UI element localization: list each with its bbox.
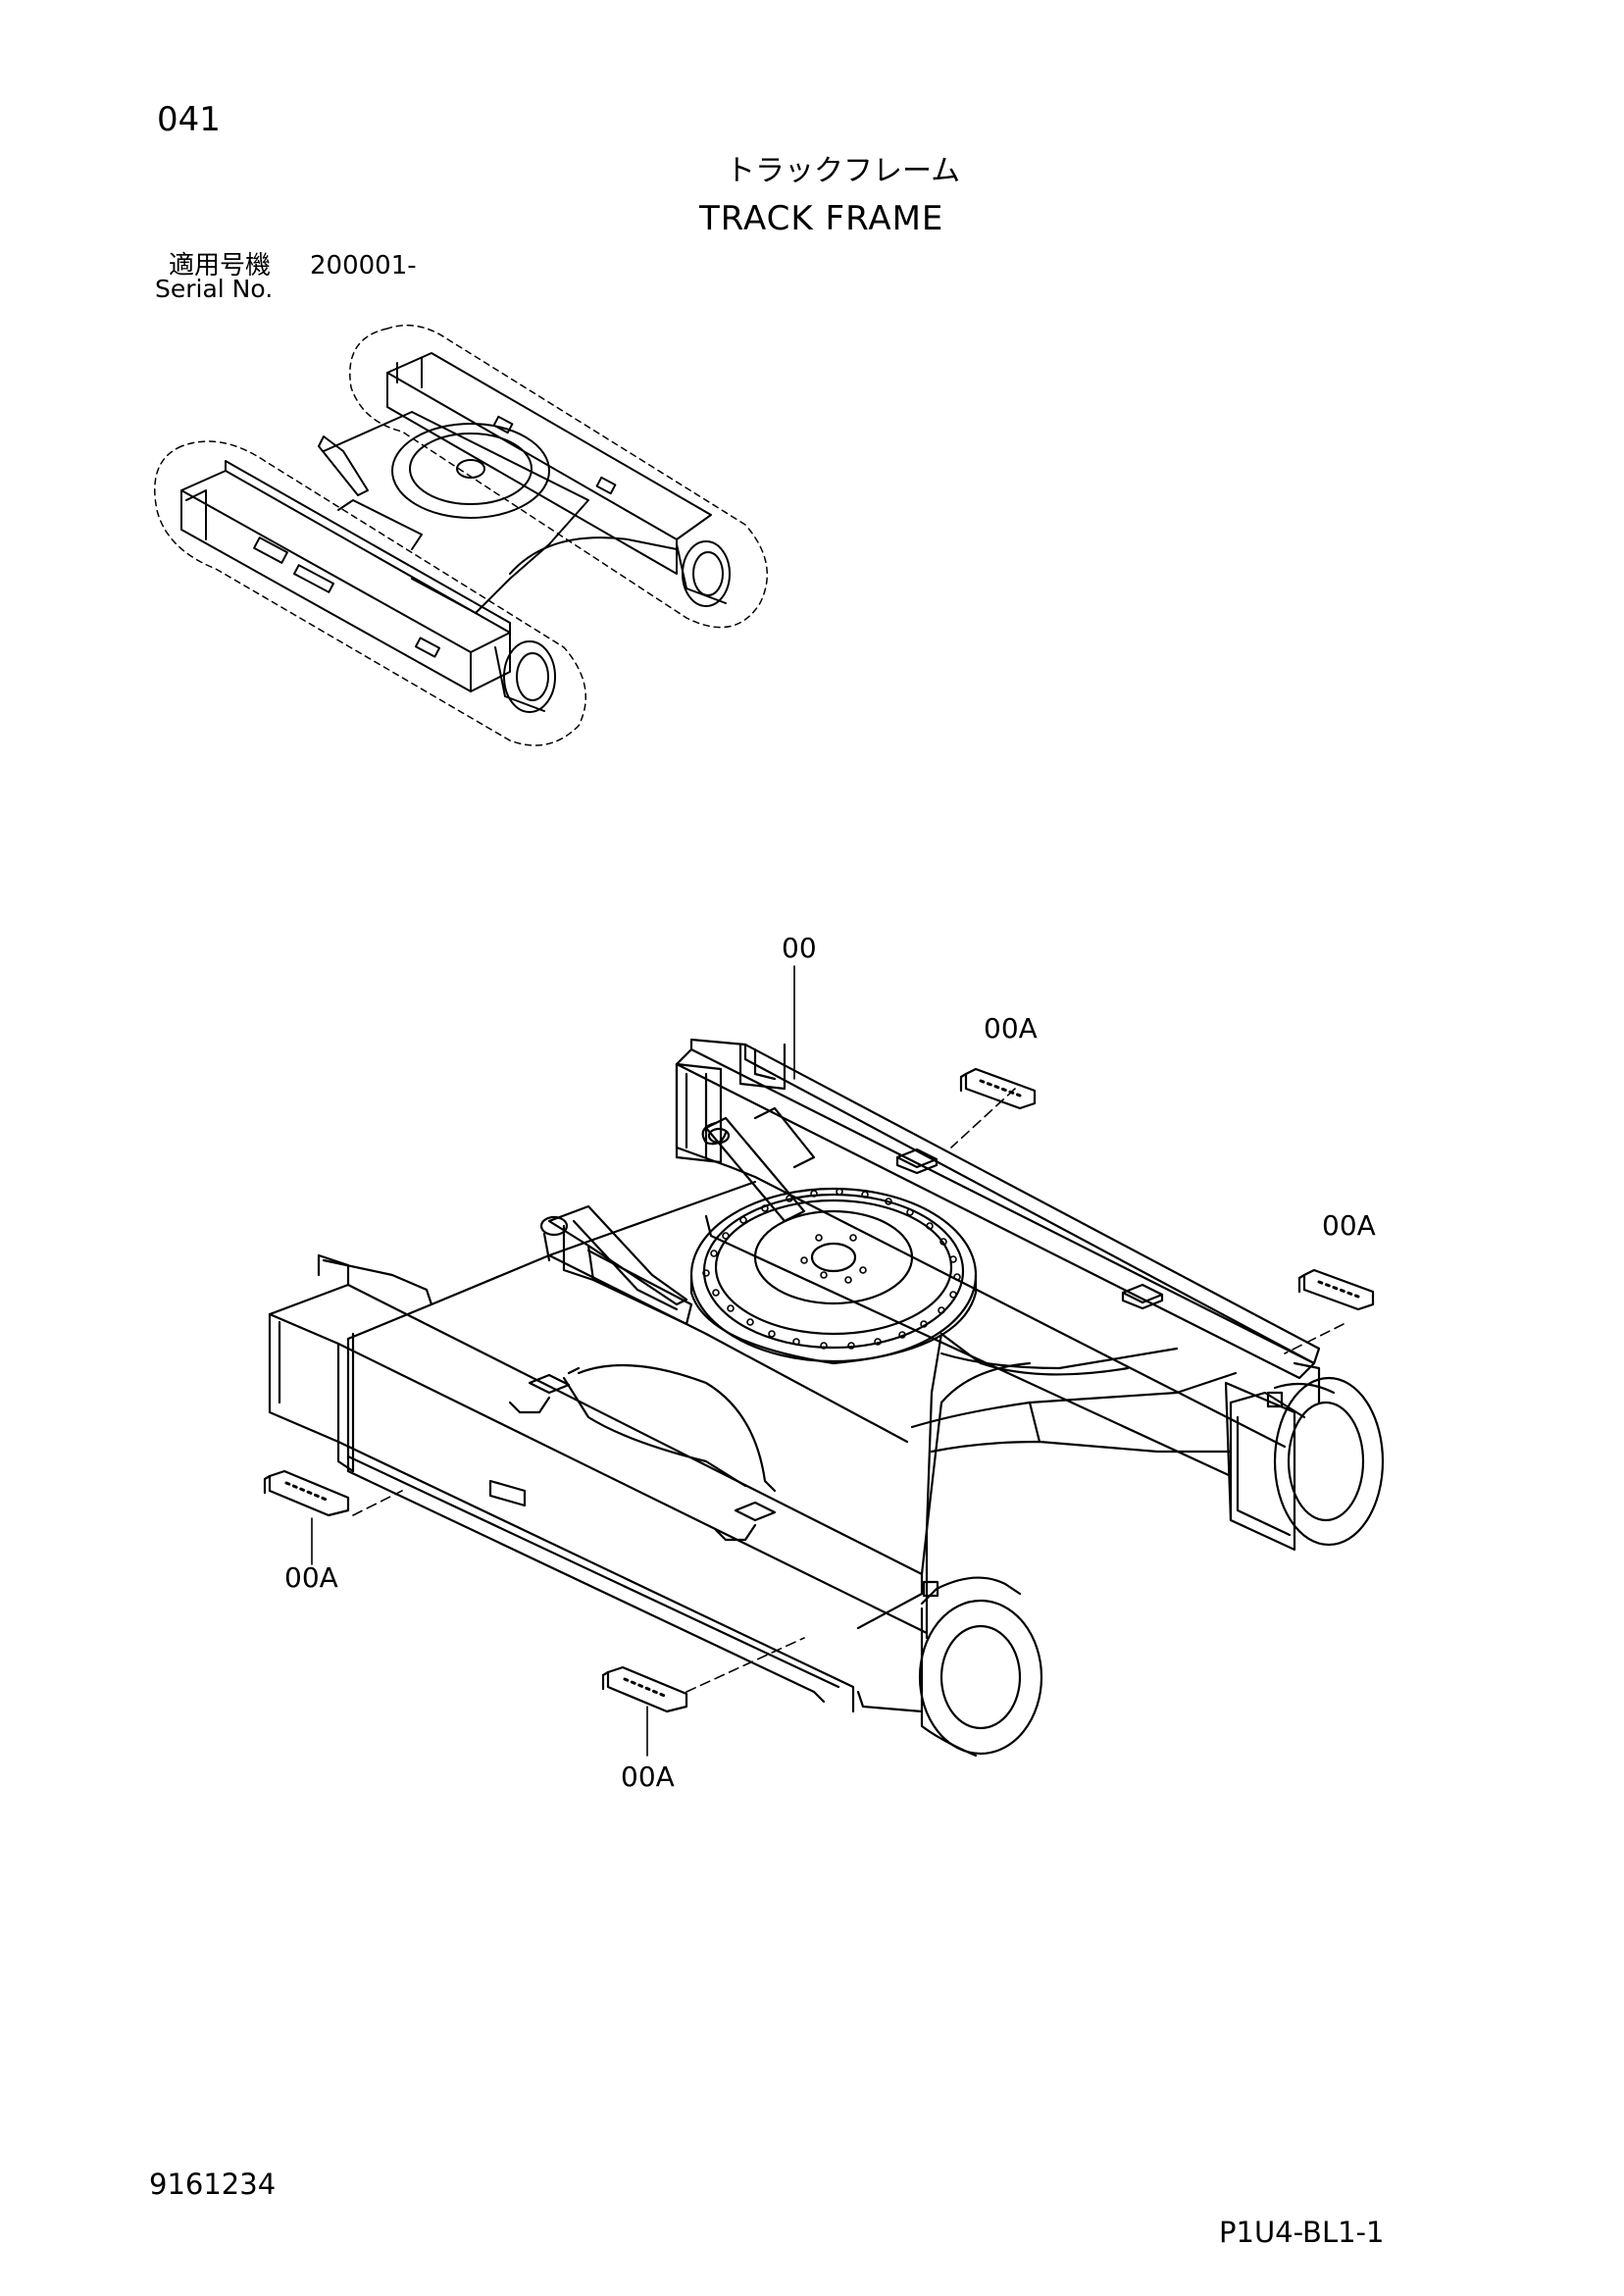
- bracket-rear: [701, 1106, 816, 1223]
- serial-label: Serial No.: [155, 275, 274, 303]
- overview-track-outline-left: [154, 440, 586, 746]
- bolt-holes: [702, 1188, 961, 1350]
- side-frame-left: [268, 1253, 929, 1713]
- bracket-front: [539, 1204, 688, 1311]
- track-guard-bottom: [601, 1665, 688, 1713]
- page-code: P1U4-BL1-1: [1219, 2216, 1385, 2249]
- center-body: [430, 1180, 1238, 1640]
- track-guard-left: [263, 1469, 350, 1517]
- idler-holder-left: [856, 1576, 1043, 1758]
- callout-guard-left: 00A: [284, 1561, 338, 1594]
- serial-range: 200001-: [310, 251, 417, 281]
- side-frame-right: [675, 1038, 1321, 1478]
- overview-side-frame-left: [180, 460, 511, 692]
- title-japanese: トラックフレーム: [726, 154, 961, 188]
- leader-lines: [311, 965, 1345, 1757]
- serial-label-japanese: 適用号機: [169, 251, 272, 281]
- callout-guard-top-right: 00A: [984, 1012, 1038, 1045]
- callout-guard-bottom: 00A: [621, 1760, 675, 1793]
- overview-bracket: [318, 435, 369, 496]
- callout-guard-right: 00A: [1322, 1209, 1376, 1242]
- overview-center-body: [323, 411, 678, 614]
- page-title: TRACK FRAME: [699, 199, 944, 238]
- overview-track-outline-right: [349, 324, 768, 629]
- callout-main-frame: 00: [782, 932, 817, 964]
- swing-bearing-ring: [689, 1187, 978, 1365]
- page-number: 041: [157, 100, 221, 139]
- track-guard-top-right: [959, 1067, 1037, 1110]
- overview-idler-holder-right: [676, 540, 731, 607]
- overview-idler-holder-left: [494, 640, 556, 713]
- idler-holder-right: [1224, 1361, 1385, 1552]
- overview-side-frame-right: [386, 352, 712, 575]
- frame-clips: [508, 1148, 1164, 1542]
- document-code: 9161234: [149, 2168, 277, 2201]
- track-guard-right: [1297, 1268, 1375, 1311]
